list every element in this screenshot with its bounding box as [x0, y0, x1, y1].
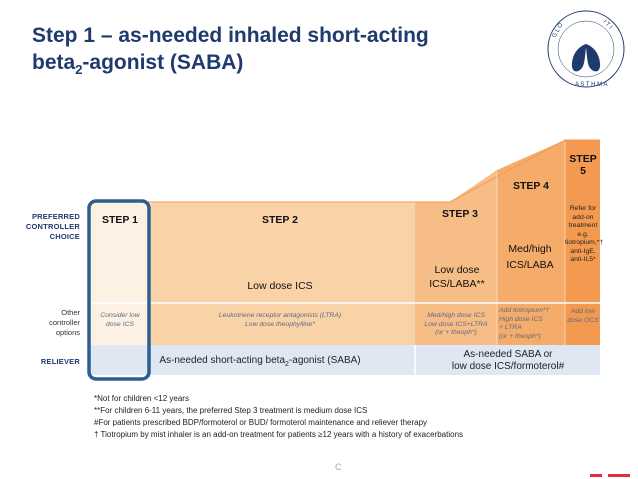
- step5-other: Add low dose OCS: [566, 308, 600, 325]
- step3-preferred-line1: Low dose: [434, 264, 480, 276]
- step4-other-line4: (or + theoph*): [499, 332, 541, 340]
- step5-preferred-line7: anti-IL5*: [570, 256, 596, 263]
- step5-other-line2: dose OCS: [567, 316, 599, 324]
- footnote-4: † Tiotropium by mist inhaler is an add-o…: [94, 430, 464, 439]
- preferred-label-line2: CONTROLLER: [25, 222, 80, 231]
- footnote-2: **For children 6-11 years, the preferred…: [94, 406, 368, 415]
- step1-heading: STEP 1: [102, 214, 138, 226]
- step5-other-line1: Add low: [570, 308, 596, 315]
- reliever-label: RELIEVER: [40, 357, 80, 366]
- other-controller-label: Other controller options: [20, 308, 80, 338]
- svg-text:I T I: I T I: [602, 19, 614, 31]
- step5-preferred-line1: Refer for: [569, 205, 597, 212]
- step2-other: Leukotriene receptor antagonists (LTRA) …: [180, 312, 380, 329]
- step5-area: [565, 140, 600, 345]
- step3-other-line2: Low dose ICS+LTRA: [424, 320, 488, 328]
- step3-other: Med/high dose ICS Low dose ICS+LTRA (or …: [416, 312, 496, 338]
- other-label-line1: Other: [61, 308, 80, 317]
- preferred-controller-label: PREFERRED CONTROLLER CHOICE: [10, 212, 80, 242]
- step2-preferred: Low dose ICS: [247, 280, 313, 292]
- reliever-saba-sub: 2: [285, 361, 289, 368]
- step5-preferred-line3: treatment: [568, 222, 598, 229]
- step1-highlight-box: [87, 199, 151, 381]
- reliever-saba-post: -agonist (SABA): [288, 355, 361, 366]
- title-line2-post: -agonist (SABA): [82, 51, 244, 74]
- preferred-label-line1: PREFERRED: [31, 212, 80, 221]
- step5-preferred: Refer for add-on treatment e.g. tiotropi…: [565, 205, 604, 265]
- step3-heading: STEP 3: [442, 208, 478, 220]
- reliever-saba: As-needed short-acting beta2-agonist (SA…: [110, 355, 410, 368]
- other-label-line2: controller: [49, 318, 80, 327]
- corner-decoration-1: [590, 474, 602, 477]
- title-line2-sub: 2: [75, 62, 83, 78]
- step1-other: Consider low dose ICS: [91, 312, 149, 329]
- step4-area: [497, 140, 565, 345]
- step4-other: Add tiotropium*† High dose ICS + LTRA (o…: [499, 307, 563, 341]
- reliever-right-line2: low dose ICS/formoterol#: [451, 361, 565, 372]
- step4-other-line2: High dose ICS: [499, 315, 543, 323]
- step3-other-line3: (or + theoph*): [435, 329, 477, 336]
- step4-heading: STEP 4: [513, 180, 549, 192]
- step2-other-line1: Leukotriene receptor antagonists (LTRA): [218, 312, 342, 319]
- step1-area: [90, 202, 151, 345]
- gina-logo: G L O I T I A S T H M A: [547, 10, 625, 88]
- staircase-outline: [90, 139, 600, 203]
- step2-heading: STEP 2: [262, 214, 298, 226]
- svg-text:A S T H M A: A S T H M A: [575, 82, 607, 88]
- step5-preferred-line6: anti-IgE,: [570, 247, 596, 255]
- slide-mark: C: [335, 462, 342, 472]
- step2-other-line2: Low dose theophylline*: [245, 320, 315, 328]
- step4-other-line1: Add tiotropium*†: [499, 307, 550, 314]
- step5-heading: STEP 5: [569, 153, 597, 177]
- step5-preferred-line5: tiotropium,*†: [565, 239, 604, 246]
- title-line1: Step 1 – as-needed inhaled short-acting: [32, 24, 429, 47]
- reliever-saba-pre: As-needed short-acting beta: [159, 355, 286, 366]
- reliever-saba-or-ics-formoterol: As-needed SABA or low dose ICS/formotero…: [418, 349, 598, 373]
- step4-other-line3: + LTRA: [499, 324, 522, 331]
- step3-preferred-line2: ICS/LABA**: [429, 278, 485, 290]
- preferred-label-line3: CHOICE: [49, 232, 80, 241]
- step4-preferred: Med/high ICS/LABA: [498, 241, 562, 273]
- step4-preferred-line2: ICS/LABA: [506, 259, 554, 271]
- reliever-right-line1: As-needed SABA or: [463, 349, 553, 360]
- footnote-1: *Not for children <12 years: [94, 394, 189, 403]
- step4-preferred-line1: Med/high: [508, 243, 552, 255]
- step1-other-line1: Consider low: [100, 312, 140, 319]
- step2-area: [151, 202, 415, 345]
- reliever-band: [90, 345, 600, 375]
- step3-preferred: Low dose ICS/LABA**: [418, 263, 496, 291]
- title-line2-pre: beta: [32, 51, 76, 74]
- other-label-line3: options: [55, 328, 80, 337]
- step3-area: [415, 170, 497, 345]
- step5-preferred-line4: e.g.: [577, 230, 589, 238]
- corner-decoration-2: [608, 474, 630, 477]
- slide-title: Step 1 – as-needed inhaled short-acting …: [32, 22, 502, 83]
- footnote-3: #For patients prescribed BDP/formoterol …: [94, 418, 428, 427]
- step1-other-line2: dose ICS: [106, 320, 134, 328]
- step5-preferred-line2: add-on: [572, 213, 594, 221]
- step3-other-line1: Med/high dose ICS: [427, 312, 485, 319]
